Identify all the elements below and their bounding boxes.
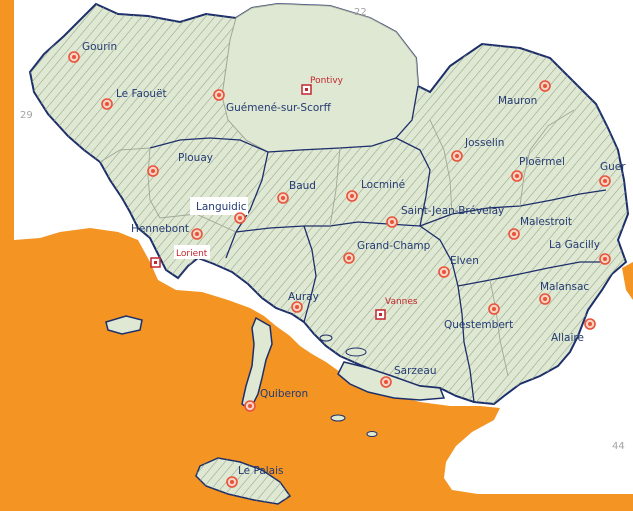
town-mauron[interactable]: Mauron: [498, 80, 551, 107]
town-marker-dot: [603, 257, 607, 261]
town-label: Ploërmel: [519, 156, 565, 168]
town-quiberon[interactable]: Quiberon: [244, 388, 308, 412]
town-marker-dot: [105, 102, 109, 106]
town-label: Hennebont: [131, 223, 189, 235]
department-number-44: 44: [612, 441, 625, 452]
prefecture-label: Lorient: [176, 249, 208, 259]
department-number-29: 29: [20, 110, 33, 121]
prefecture-label: Pontivy: [310, 76, 344, 86]
ile-de-groix: [105, 315, 143, 335]
town-marker-dot: [281, 196, 285, 200]
town-le-palais[interactable]: Le Palais: [226, 465, 284, 488]
gulf-island: [319, 334, 333, 342]
prefecture-label: Vannes: [385, 297, 418, 307]
town-baud[interactable]: Baud: [277, 180, 316, 204]
department-number-22: 22: [354, 7, 367, 18]
town-label: Guer: [600, 161, 626, 173]
town-hennebont[interactable]: Hennebont: [131, 223, 203, 240]
town-label: Languidic: [196, 201, 247, 213]
belle-ile-hatch: [196, 458, 290, 504]
town-label: Le Palais: [238, 465, 284, 477]
town-guer[interactable]: Guer: [599, 161, 626, 187]
town-marker-dot: [384, 380, 388, 384]
town-label: Guémené-sur-Scorff: [226, 102, 332, 114]
prefecture-vannes[interactable]: Vannes: [375, 297, 418, 320]
town-marker-dot: [492, 307, 496, 311]
town-auray[interactable]: Auray: [288, 291, 319, 313]
town-label: Baud: [289, 180, 316, 192]
prefecture-marker-inner: [154, 261, 157, 264]
town-le-faouet[interactable]: Le Faouët: [101, 88, 167, 110]
prefecture-label-background: [174, 245, 210, 259]
town-marker-dot: [195, 232, 199, 236]
town-malestroit[interactable]: Malestroit: [508, 216, 572, 240]
town-grand-champ[interactable]: Grand-Champ: [343, 240, 431, 264]
town-label: La Gacilly: [549, 239, 600, 251]
town-marker-dot: [295, 305, 299, 309]
town-marker-dot: [588, 322, 592, 326]
prefecture-pontivy[interactable]: Pontivy: [301, 76, 344, 95]
town-gourin[interactable]: Gourin: [68, 41, 117, 63]
town-label: Sarzeau: [394, 365, 436, 377]
town-marker-dot: [217, 93, 221, 97]
town-label: Plouay: [178, 152, 213, 164]
town-label: Malansac: [540, 281, 589, 293]
town-marker-dot: [455, 154, 459, 158]
town-label: Questembert: [444, 319, 513, 331]
town-allaire[interactable]: Allaire: [551, 318, 596, 344]
town-label: Quiberon: [260, 388, 308, 400]
town-sarzeau[interactable]: Sarzeau: [380, 365, 436, 388]
town-locmine[interactable]: Locminé: [346, 179, 405, 202]
town-marker-dot: [603, 179, 607, 183]
prefecture-marker-inner: [379, 313, 382, 316]
town-marker-dot: [350, 194, 354, 198]
town-marker-dot: [238, 216, 242, 220]
languidic-label-background: [190, 197, 248, 215]
town-label: Locminé: [361, 179, 405, 191]
town-elven[interactable]: Elven: [438, 255, 479, 278]
town-label: Grand-Champ: [357, 240, 431, 252]
town-malansac[interactable]: Malansac: [539, 281, 589, 305]
town-label: Elven: [450, 255, 479, 267]
town-saint-jean[interactable]: Saint-Jean-Brévelay: [386, 205, 504, 228]
hoedic-island: [366, 431, 378, 437]
town-label: Josselin: [464, 137, 504, 149]
town-label: Mauron: [498, 95, 537, 107]
morbihan-land: [28, 2, 630, 505]
town-label: Auray: [288, 291, 319, 303]
sub-boundaries: [99, 109, 575, 377]
town-languidic[interactable]: Languidic: [196, 201, 247, 224]
town-ploermel[interactable]: Ploërmel: [511, 156, 565, 182]
town-label: Le Faouët: [116, 88, 167, 100]
houat-island: [330, 414, 346, 422]
town-label: Allaire: [551, 332, 584, 344]
town-marker-dot: [543, 297, 547, 301]
gulf-island: [345, 347, 367, 357]
prefecture-lorient[interactable]: Lorient: [150, 245, 210, 268]
town-josselin[interactable]: Josselin: [451, 137, 504, 162]
town-questembert[interactable]: Questembert: [444, 303, 513, 331]
town-label: Gourin: [82, 41, 117, 53]
town-marker-dot: [248, 404, 252, 408]
town-marker-dot: [230, 480, 234, 484]
town-marker-dot: [442, 270, 446, 274]
prefecture-marker-inner: [305, 88, 308, 91]
town-plouay[interactable]: Plouay: [147, 152, 213, 177]
mainland-hatch: [30, 4, 628, 404]
town-marker-dot: [347, 256, 351, 260]
town-label: Malestroit: [520, 216, 572, 228]
town-marker-dot: [72, 55, 76, 59]
town-marker-dot: [390, 220, 394, 224]
sea-right: [622, 262, 633, 300]
town-marker-dot: [512, 232, 516, 236]
town-marker-dot: [515, 174, 519, 178]
town-marker-dot: [151, 169, 155, 173]
town-la-gacilly[interactable]: La Gacilly: [549, 239, 611, 265]
town-label: Saint-Jean-Brévelay: [401, 205, 504, 217]
town-marker-dot: [543, 84, 547, 88]
town-guemene[interactable]: Guémené-sur-Scorff: [213, 89, 332, 114]
